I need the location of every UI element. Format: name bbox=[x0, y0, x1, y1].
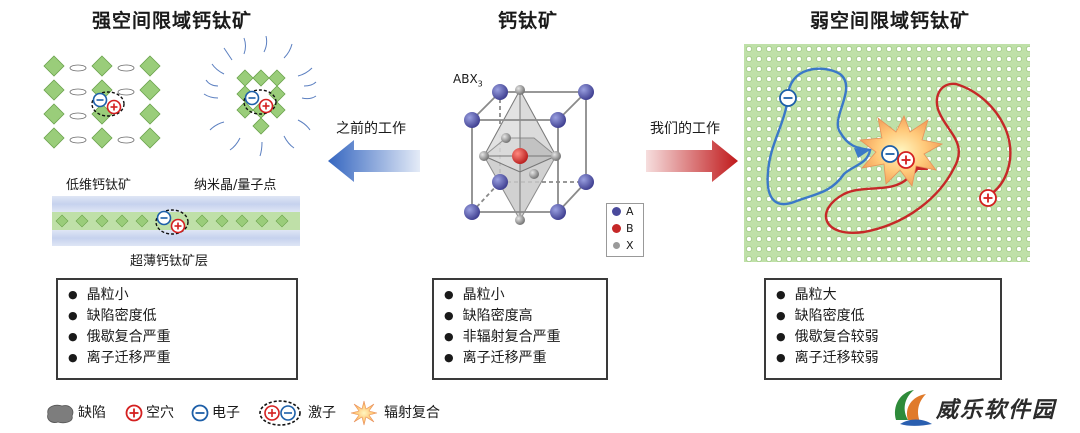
formula-main: ABX bbox=[453, 72, 478, 86]
hole-path bbox=[824, 82, 1012, 235]
right-title: 弱空间限域钙钛矿 bbox=[810, 10, 971, 32]
right-item-1: 晶粒大 bbox=[776, 285, 990, 306]
left-item-4: 离子迁移严重 bbox=[68, 348, 286, 369]
strong-confinement-illustration bbox=[43, 36, 317, 246]
right-item-2: 缺陷密度低 bbox=[776, 306, 990, 327]
center-item-2: 缺陷密度高 bbox=[444, 306, 596, 327]
our-work-label: 我们的工作 bbox=[650, 121, 720, 137]
right-item-4: 离子迁移较弱 bbox=[776, 348, 990, 369]
legend-radiative: 辐射复合 bbox=[384, 405, 440, 421]
center-item-3: 非辐射复合严重 bbox=[444, 327, 596, 348]
center-item-4: 离子迁移严重 bbox=[444, 348, 596, 369]
radiative-recombination-icon bbox=[350, 400, 378, 426]
legend-x-dot bbox=[613, 242, 620, 249]
electron-path bbox=[766, 67, 872, 206]
legend-electron: 电子 bbox=[212, 405, 240, 421]
a-site-atoms bbox=[464, 84, 594, 220]
legend-x-label: X bbox=[626, 239, 634, 252]
arrow-left-icon bbox=[328, 140, 420, 182]
x-site-atoms bbox=[479, 85, 561, 225]
legend-b-dot bbox=[612, 224, 621, 233]
legend-b-label: B bbox=[626, 222, 634, 235]
arrow-right-icon bbox=[646, 140, 738, 182]
electron-icon bbox=[191, 404, 209, 422]
logo-emblem-icon bbox=[894, 390, 932, 426]
right-item-3: 俄歇复合较弱 bbox=[776, 327, 990, 348]
label-low-dim: 低维钙钛矿 bbox=[66, 178, 132, 193]
formula-subscript: 3 bbox=[477, 79, 483, 89]
center-title: 钙钛矿 bbox=[498, 10, 559, 32]
formula-label: ABX3 bbox=[453, 72, 483, 88]
exciton-icon bbox=[259, 400, 301, 426]
logo-text: 威乐软件园 bbox=[936, 397, 1057, 423]
left-item-2: 缺陷密度低 bbox=[68, 306, 286, 327]
defect-icon bbox=[47, 404, 74, 424]
center-properties-box: 晶粒小 缺陷密度高 非辐射复合严重 离子迁移严重 bbox=[432, 278, 608, 380]
legend-hole: 空穴 bbox=[146, 405, 174, 421]
label-ultrathin: 超薄钙钛矿层 bbox=[130, 254, 209, 269]
left-item-3: 俄歇复合严重 bbox=[68, 327, 286, 348]
legend-a-dot bbox=[612, 207, 621, 216]
perovskite-crystal-structure bbox=[464, 84, 594, 225]
radiative-burst-icon bbox=[858, 115, 944, 187]
left-title: 强空间限域钙钛矿 bbox=[92, 10, 253, 32]
hole-icon bbox=[125, 404, 143, 422]
center-item-1: 晶粒小 bbox=[444, 285, 596, 306]
legend-exciton: 激子 bbox=[308, 405, 336, 421]
label-nanocrystal: 纳米晶/量子点 bbox=[194, 178, 277, 193]
atom-legend: A B X bbox=[606, 203, 644, 257]
left-item-1: 晶粒小 bbox=[68, 285, 286, 306]
previous-work-label: 之前的工作 bbox=[336, 121, 406, 137]
b-site-atom bbox=[512, 148, 528, 164]
low-dim-perovskite bbox=[43, 55, 161, 149]
left-properties-box: 晶粒小 缺陷密度低 俄歇复合严重 离子迁移严重 bbox=[56, 278, 298, 380]
nanocrystal bbox=[203, 36, 317, 157]
weak-confinement-illustration bbox=[744, 44, 1030, 262]
legend-defect: 缺陷 bbox=[78, 405, 106, 421]
ultrathin-layer bbox=[52, 196, 300, 246]
right-properties-box: 晶粒大 缺陷密度低 俄歇复合较弱 离子迁移较弱 bbox=[764, 278, 1002, 380]
legend-a-label: A bbox=[626, 205, 634, 218]
